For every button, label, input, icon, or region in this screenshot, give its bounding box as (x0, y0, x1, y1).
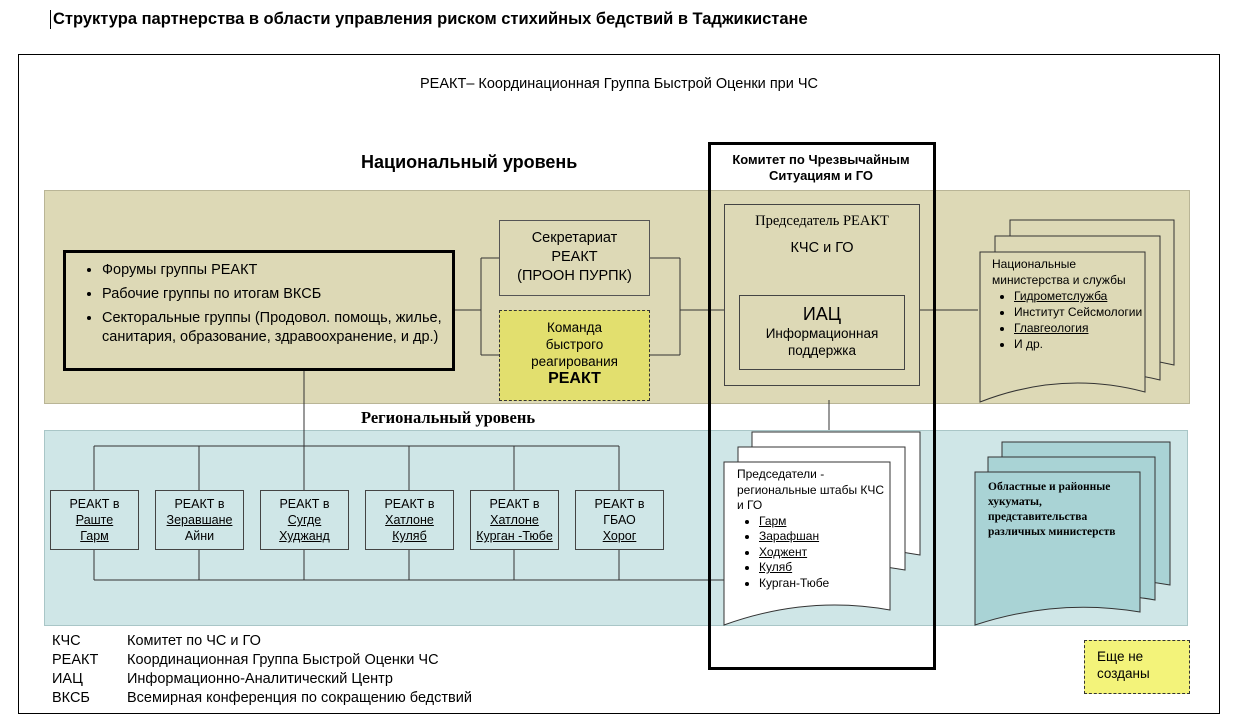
regional-office-line-3: Курган -Тюбе (476, 529, 553, 543)
regional-office-line-3: Айни (184, 529, 215, 543)
iac-box: ИАЦ Информационная поддержка (739, 295, 905, 370)
ministries-item: Главгеология (1014, 320, 1152, 336)
regional-office-line-1: РЕАКТ в (384, 497, 435, 511)
provincial-document-stack (974, 441, 1171, 626)
ministries-heading: Национальные министерства и службы (992, 257, 1126, 287)
legend-abbr: ИАЦ (52, 671, 83, 687)
legend-row: ИАЦ Информационно-Аналитический Центр (52, 670, 472, 689)
regional-office-line-2: Хатлоне (490, 513, 539, 527)
regional-office-gbao: РЕАКТ в ГБАО Хорог (575, 490, 664, 550)
emergency-committee-title: Комитет по Чрезвычайным Ситуациям и ГО (732, 152, 910, 183)
response-team-line-1: Команда (546, 320, 602, 335)
rapid-response-team-box: Команда быстрого реагирования РЕАКТ (499, 310, 650, 401)
react-forums-box: Форумы группы РЕАКТ Рабочие группы по ит… (63, 250, 455, 371)
legend-text: Комитет по ЧС и ГО (127, 633, 261, 649)
regional-office-line-3: Куляб (392, 529, 427, 543)
regional-office-line-2: ГБАО (603, 513, 636, 527)
legend-abbr: КЧС (52, 633, 81, 649)
regional-office-line-1: РЕАКТ в (594, 497, 645, 511)
regional-chairs-heading: Председатели - региональные штабы КЧС и … (737, 467, 885, 512)
regional-office-khatlon-kurgan-tube: РЕАКТ в Хатлоне Курган -Тюбе (470, 490, 559, 550)
secretariat-line-3: (ПРООН ПУРПК) (517, 268, 632, 284)
regional-level-heading: Региональный уровень (361, 408, 536, 427)
regional-office-khatlon-kulyab: РЕАКТ в Хатлоне Куляб (365, 490, 454, 550)
regional-office-line-3: Хорог (602, 529, 637, 543)
regional-office-line-1: РЕАКТ в (279, 497, 330, 511)
response-team-line-2: быстрого (545, 337, 604, 352)
react-chair-title: Председатель РЕАКТ (755, 213, 889, 229)
provincial-authorities-text: Областные и районные хукуматы, представи… (988, 481, 1116, 538)
page-title: Структура партнерства в области управлен… (50, 10, 808, 29)
regional-chairs-item: Зарафшан (759, 529, 887, 545)
secretariat-line-2: РЕАКТ (551, 249, 598, 265)
legend-text: Координационная Группа Быстрой Оценки ЧС (127, 652, 439, 668)
regional-office-zeravshan: РЕАКТ в Зеравшане Айни (155, 490, 244, 550)
legend-text: Информационно-Аналитический Центр (127, 671, 393, 687)
forums-item: Форумы группы РЕАКТ (102, 261, 452, 280)
abbreviation-legend: КЧС Комитет по ЧС и ГО РЕАКТ Координационн… (52, 632, 472, 708)
secretariat-line-1: Секретариат (531, 230, 618, 246)
regional-office-line-1: РЕАКТ в (489, 497, 540, 511)
iac-title: ИАЦ (802, 304, 842, 324)
regional-chairs-document-stack (723, 431, 921, 626)
legend-row: КЧС Комитет по ЧС и ГО (52, 632, 472, 651)
regional-office-line-2: Хатлоне (385, 513, 434, 527)
regional-office-line-3: Худжанд (279, 529, 330, 543)
regional-chairs-item: Курган-Тюбе (759, 576, 887, 592)
legend-text: Всемирная конференция по сокращению бедс… (127, 690, 472, 706)
react-chair-subtitle: КЧС и ГО (790, 240, 854, 256)
ministries-document-stack (979, 219, 1175, 403)
legend-abbr: РЕАКТ (52, 652, 99, 668)
secretariat-box: Секретариат РЕАКТ (ПРООН ПУРПК) (499, 220, 650, 296)
legend-row: РЕАКТ Координационная Группа Быстрой Оцен… (52, 651, 472, 670)
regional-office-sughd: РЕАКТ в Сугде Худжанд (260, 490, 349, 550)
ministries-item: Институт Сейсмологии (1014, 304, 1152, 320)
ministries-item: Гидрометслужба (1014, 288, 1152, 304)
response-team-line-4: РЕАКТ (548, 370, 601, 387)
diagram-subtitle: РЕАКТ– Координационная Группа Быстрой Оц… (420, 76, 818, 92)
regional-office-line-2: Зеравшане (166, 513, 233, 527)
regional-office-rasht: РЕАКТ в Раште Гарм (50, 490, 139, 550)
working-groups-item: Рабочие группы по итогам ВКСБ (102, 285, 452, 304)
ministries-document: Национальные министерства и службы Гидро… (992, 256, 1152, 352)
ministries-item: И др. (1014, 336, 1152, 352)
regional-office-line-2: Сугде (287, 513, 322, 527)
regional-chairs-document: Председатели - региональные штабы КЧС и … (737, 467, 887, 591)
regional-chairs-item: Гарм (759, 514, 887, 530)
regional-chairs-item: Ходжент (759, 545, 887, 561)
national-level-heading: Национальный уровень (361, 152, 578, 172)
regional-office-line-3: Гарм (80, 529, 109, 543)
regional-office-line-1: РЕАКТ в (69, 497, 120, 511)
legend-abbr: ВКСБ (52, 690, 90, 706)
iac-subtitle: Информационная поддержка (765, 326, 879, 358)
regional-chairs-item: Куляб (759, 560, 887, 576)
regional-office-line-1: РЕАКТ в (174, 497, 225, 511)
diagram-frame (18, 54, 1220, 714)
sectoral-groups-item: Секторальные группы (Продовол. помощь, ж… (102, 309, 452, 347)
response-team-line-3: реагирования (531, 354, 618, 369)
regional-office-line-2: Раште (75, 513, 114, 527)
not-created-legend-box: Еще не созданы (1084, 640, 1190, 694)
emergency-committee-frame (708, 142, 936, 670)
legend-row: ВКСБ Всемирная конференция по сокращению … (52, 689, 472, 708)
